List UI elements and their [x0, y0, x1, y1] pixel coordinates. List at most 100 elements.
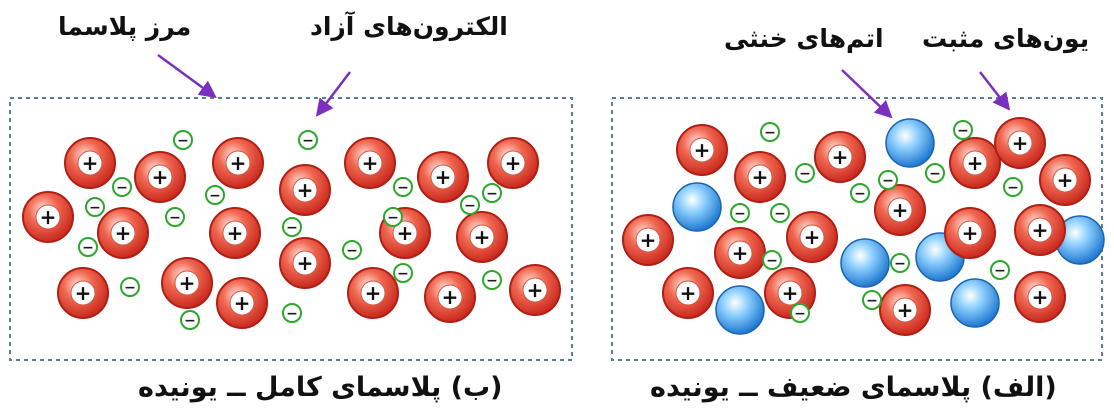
ion-sign: + [752, 165, 769, 189]
ion-sign: + [152, 165, 169, 189]
free-electron: − [342, 240, 362, 260]
electron-sign: − [464, 198, 476, 214]
electron-sign: − [184, 313, 196, 329]
ion-sign: + [640, 228, 657, 252]
boundary-full [9, 97, 573, 361]
ion-sign: + [115, 221, 132, 245]
ion-sign: + [397, 221, 414, 245]
free-electron: − [85, 197, 105, 217]
positive-ion: + [879, 284, 931, 336]
electron-sign: − [346, 243, 358, 259]
free-electron: − [393, 177, 413, 197]
ion-sign: + [1012, 131, 1029, 155]
positive-ion: + [622, 214, 674, 266]
positive-ion: + [64, 137, 116, 189]
arrow-ions [979, 71, 1011, 111]
electron-sign: − [486, 186, 498, 202]
free-electron: − [862, 290, 882, 310]
ion-sign: + [227, 221, 244, 245]
positive-ion: + [57, 267, 109, 319]
free-electron: − [120, 277, 140, 297]
free-electron: − [282, 303, 302, 323]
ion-sign: + [75, 281, 92, 305]
free-electron: − [383, 207, 403, 227]
free-electron: − [460, 195, 480, 215]
free-electron: − [165, 207, 185, 227]
ion-sign: + [365, 281, 382, 305]
free-electron: − [760, 122, 780, 142]
electron-sign: − [854, 186, 866, 202]
neutral-atom [672, 182, 722, 232]
arrow-electrons [315, 71, 351, 117]
ion-sign: + [892, 198, 909, 222]
positive-ion: + [279, 164, 331, 216]
ion-sign: + [680, 281, 697, 305]
positive-ion: + [1039, 154, 1091, 206]
ion-sign: + [40, 205, 57, 229]
electron-sign: − [286, 220, 298, 236]
electron-sign: − [124, 280, 136, 296]
free-electron: − [180, 310, 200, 330]
caption-weak-ionized: (الف) پلاسمای ضعیف ــ یونیده [650, 372, 1057, 403]
positive-ion: + [814, 131, 866, 183]
ion-sign: + [505, 151, 522, 175]
positive-ion: + [509, 264, 561, 316]
ion-sign: + [1032, 218, 1049, 242]
positive-ion: + [1014, 271, 1066, 323]
positive-ion: + [216, 277, 268, 329]
arrow-boundary [157, 53, 217, 99]
free-electron: − [282, 217, 302, 237]
free-electron: − [482, 183, 502, 203]
ion-sign: + [297, 251, 314, 275]
free-electron: − [730, 203, 750, 223]
ion-sign: + [527, 278, 544, 302]
ion-sign: + [732, 241, 749, 265]
electron-sign: − [774, 206, 786, 222]
electron-sign: − [766, 253, 778, 269]
positive-ion: + [344, 137, 396, 189]
positive-ion: + [279, 237, 331, 289]
electron-sign: − [866, 293, 878, 309]
electron-sign: − [116, 180, 128, 196]
neutral-atoms [672, 118, 1105, 335]
electron-sign: − [734, 206, 746, 222]
free-electron: − [1003, 177, 1023, 197]
positive-ion: + [417, 151, 469, 203]
electron-sign: − [387, 210, 399, 226]
positive-ion: + [662, 267, 714, 319]
free-electron: − [790, 303, 810, 323]
free-electron: − [762, 250, 782, 270]
free-electron: − [953, 120, 973, 140]
electron-sign: − [882, 173, 894, 189]
free-electron: − [990, 260, 1010, 280]
ion-sign: + [474, 225, 491, 249]
positive-ion: + [714, 227, 766, 279]
neutral-atom [715, 285, 765, 335]
caption-full-ionized: (ب) پلاسمای کامل ــ یونیده [138, 372, 503, 403]
positive-ion: + [734, 151, 786, 203]
positive-ion: + [944, 207, 996, 259]
free-electron: − [770, 203, 790, 223]
ion-sign: + [1032, 285, 1049, 309]
positive-ions: +++++++++++++++++++++++++++++++++++ [22, 117, 1091, 336]
positive-ion: + [949, 137, 1001, 189]
free-electron: − [850, 183, 870, 203]
electron-sign: − [82, 240, 94, 256]
ion-sign: + [694, 138, 711, 162]
label-positive-ions: یون‌های مثبت [922, 24, 1090, 53]
ion-sign: + [435, 165, 452, 189]
electron-sign: − [994, 263, 1006, 279]
electron-sign: − [397, 180, 409, 196]
electron-sign: − [957, 123, 969, 139]
label-plasma-boundary: مرز پلاسما [58, 12, 192, 41]
label-neutral-atoms: اتم‌های خنثی [724, 24, 884, 53]
electron-sign: − [894, 256, 906, 272]
positive-ion: + [1014, 204, 1066, 256]
ion-sign: + [962, 221, 979, 245]
ion-sign: + [782, 281, 799, 305]
ion-sign: + [297, 178, 314, 202]
neutral-atom [885, 118, 935, 168]
ion-sign: + [230, 151, 247, 175]
positive-ion: + [487, 137, 539, 189]
